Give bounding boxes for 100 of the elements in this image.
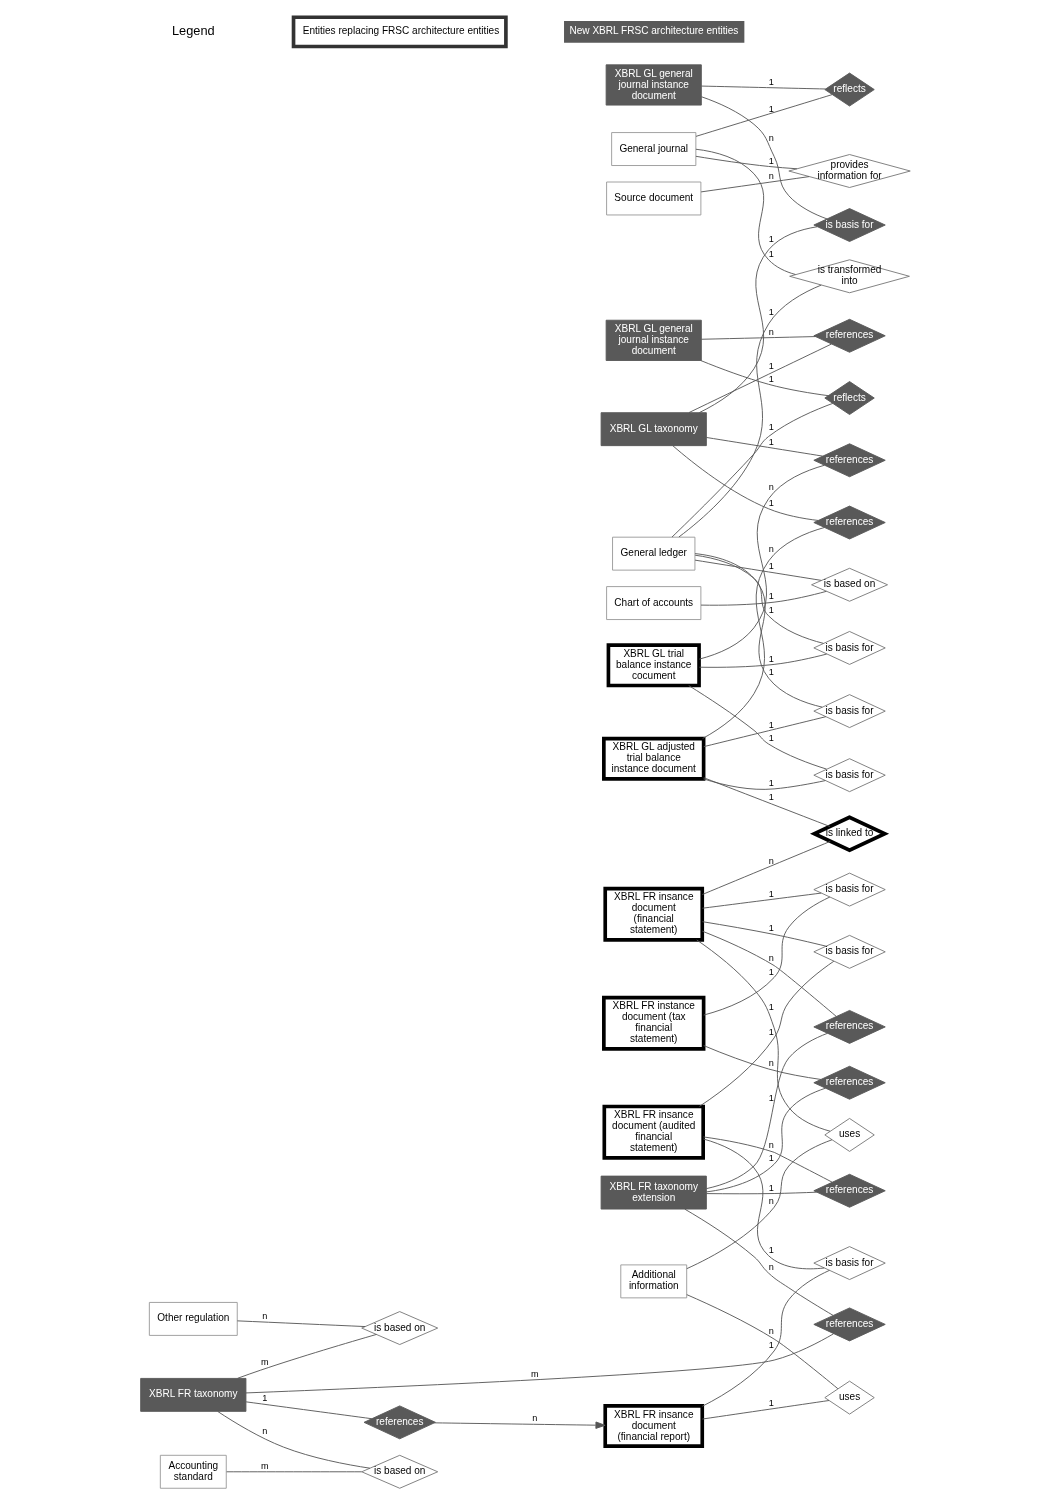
node-diamond: reflects xyxy=(823,381,875,415)
connector xyxy=(695,94,833,137)
edge-label: 1 xyxy=(768,791,774,802)
connector xyxy=(683,1208,834,1316)
edge-label: n xyxy=(768,481,774,492)
connector xyxy=(701,1400,829,1420)
connector xyxy=(699,360,829,397)
edge-label: n xyxy=(768,953,774,963)
connector xyxy=(695,148,796,275)
edge-label: n xyxy=(261,1426,267,1437)
connector xyxy=(701,921,826,947)
node-box: Source document xyxy=(605,181,701,216)
connector xyxy=(700,590,827,606)
legend-label: New XBRL FRSC architecture entities xyxy=(569,25,738,37)
node-diamond: is basis for xyxy=(812,1246,886,1280)
edge-label: m xyxy=(530,1368,539,1379)
connector xyxy=(671,445,819,521)
node-box: Chart of accounts xyxy=(605,586,701,620)
connector xyxy=(702,896,830,1016)
edge-label: n xyxy=(768,543,774,554)
node-box: XBRL FR instance document (tax financial statement) xyxy=(601,995,705,1051)
edge-label: 1 xyxy=(768,1001,774,1012)
edge-label: 1 xyxy=(768,76,774,87)
node-diamond: is basis for xyxy=(812,872,886,907)
node-diamond: is based on xyxy=(360,1311,438,1345)
edge-label: 1 xyxy=(768,155,774,166)
edge-label: 1 xyxy=(768,233,774,244)
node-box: XBRL GL general journal instance document xyxy=(605,319,702,361)
edge-label: 1 xyxy=(768,1093,774,1104)
connector xyxy=(700,336,816,340)
connector xyxy=(694,559,822,581)
connector xyxy=(700,176,810,193)
connector xyxy=(685,1294,838,1390)
connector xyxy=(701,527,825,739)
connector xyxy=(245,1333,834,1394)
connector xyxy=(700,96,827,220)
connector xyxy=(702,716,826,748)
edge-label: 1 xyxy=(768,249,774,260)
node-box: XBRL GL general journal instance document xyxy=(605,64,702,106)
label: Legend xyxy=(171,23,215,39)
edge-label: 1 xyxy=(768,1153,774,1164)
connector xyxy=(698,653,827,668)
edge-label: 1 xyxy=(768,733,774,744)
node-diamond: is basis for xyxy=(812,758,886,793)
edge-label: 1 xyxy=(768,778,774,789)
edge-label: 1 xyxy=(768,422,774,433)
edge-label: 1 xyxy=(768,1027,774,1038)
connector xyxy=(698,960,834,1107)
connector xyxy=(702,1138,825,1270)
connector xyxy=(701,892,822,909)
node-box: XBRL FR taxonomy xyxy=(139,1377,246,1412)
edge-label: n xyxy=(768,1325,774,1336)
node-diamond: is basis for xyxy=(812,934,886,969)
connector xyxy=(702,1136,833,1183)
edge-label: 1 xyxy=(768,966,774,977)
node-box: XBRL FR insance document (financial statement) xyxy=(602,886,704,942)
connector xyxy=(225,1471,362,1473)
edge-label: n xyxy=(768,1058,774,1069)
connector xyxy=(705,1087,826,1193)
node-diamond: references xyxy=(812,505,886,540)
node-box: Other regulation xyxy=(148,1302,238,1336)
node-diamond: references xyxy=(812,1009,886,1044)
node-box: Accounting standard xyxy=(159,1454,227,1489)
node-diamond: references xyxy=(812,1307,886,1342)
edge-label: n xyxy=(768,171,774,182)
edge-label: 1 xyxy=(768,373,774,384)
connector xyxy=(685,1139,832,1270)
node-diamond: reflects xyxy=(823,72,875,107)
connector xyxy=(236,1334,377,1379)
edge-label: 1 xyxy=(768,306,774,317)
edge-label: 1 xyxy=(768,103,774,114)
node-box: Additional information xyxy=(619,1264,687,1299)
edge-label: 1 xyxy=(768,498,774,509)
connector xyxy=(705,437,823,457)
edge-label: 1 xyxy=(768,719,774,730)
node-box: General journal xyxy=(610,132,696,166)
edge-label: 1 xyxy=(768,653,774,664)
connector xyxy=(702,1045,821,1080)
edge-label: 1 xyxy=(768,436,774,447)
edge-label: 1 xyxy=(768,667,774,678)
node-box: XBRL FR taxonomy extension xyxy=(600,1175,707,1210)
node-diamond: is basis for xyxy=(812,694,886,729)
edge-label: 1 xyxy=(261,1393,267,1404)
node-box: General ledger xyxy=(611,536,695,571)
edge-label: 1 xyxy=(768,922,774,933)
edge-label: 1 xyxy=(768,605,774,616)
edge-label: 1 xyxy=(768,1397,774,1408)
connector xyxy=(678,284,822,538)
edge-label: n xyxy=(768,132,774,143)
edge-label: 1 xyxy=(768,360,774,371)
node-diamond: uses xyxy=(823,1118,875,1152)
connector xyxy=(702,777,830,827)
node-box: XBRL GL trial balance instance cocument xyxy=(606,643,701,688)
edge-label: n xyxy=(531,1413,537,1424)
node-box: XBRL GL taxonomy xyxy=(600,412,707,447)
node-diamond: is based on xyxy=(810,567,888,602)
node-diamond: references xyxy=(812,1065,886,1100)
connector xyxy=(216,1411,370,1469)
connector xyxy=(701,1269,830,1407)
arrow xyxy=(433,1421,606,1429)
